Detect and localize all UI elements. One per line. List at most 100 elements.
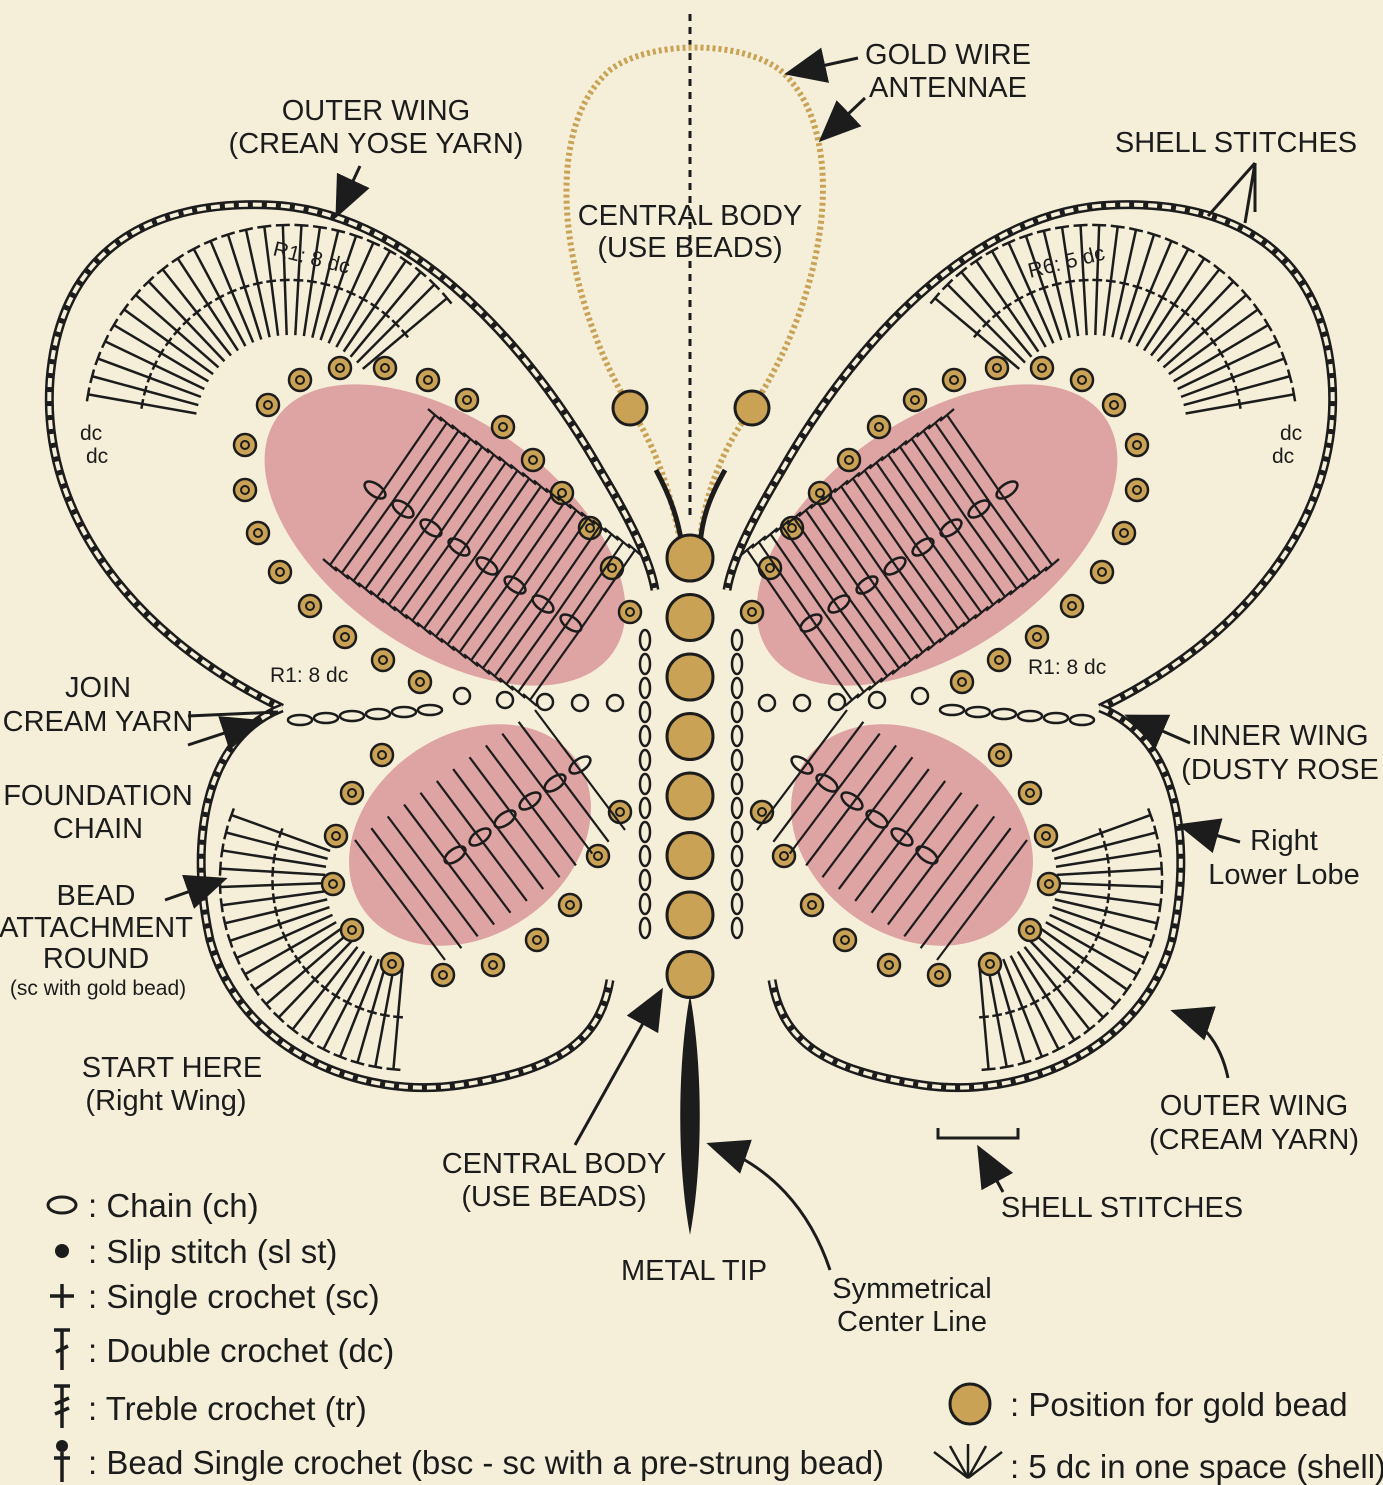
- body-chain-stitch: [640, 918, 650, 938]
- lower-wing-dc-stitch: [1057, 880, 1162, 894]
- chain-icon: [48, 1197, 76, 1213]
- gold-bead-position: [417, 369, 439, 391]
- gold-bead-position: [341, 919, 363, 941]
- gold-bead-position: [989, 744, 1011, 766]
- double-crochet-icon: [54, 1330, 70, 1370]
- foundation-label-1: FOUNDATION: [3, 780, 193, 812]
- gold-bead-position: [456, 389, 478, 411]
- gold-bead-position: [1103, 394, 1125, 416]
- gold-bead-position: [928, 964, 950, 986]
- body-chain-stitch: [732, 894, 742, 914]
- gold-bead-position: [381, 953, 403, 975]
- legend-shell-text: : 5 dc in one space (shell): [1010, 1448, 1383, 1485]
- foundation-chain-stitch: [288, 715, 312, 725]
- body-bead: [667, 714, 713, 760]
- chain-space: [829, 694, 845, 710]
- right-lower-lobe-label-1: Right: [1250, 825, 1318, 857]
- gold-bead-position: [1019, 919, 1041, 941]
- chain-space: [607, 695, 623, 711]
- gold-bead-position: [526, 929, 548, 951]
- shell-icon: [934, 1444, 1002, 1478]
- foundation-chain-stitch: [392, 707, 416, 717]
- gold-bead-position: [299, 595, 321, 617]
- gold-bead-position: [559, 894, 581, 916]
- gold-bead-icon: [950, 1384, 990, 1424]
- r1-left-top-label: R1: 8 dc: [271, 238, 352, 279]
- gold-bead-position: [587, 845, 609, 867]
- lower-wing-dc-stitch: [220, 880, 325, 894]
- join-label-1: JOIN: [65, 672, 131, 704]
- gold-bead-position: [1091, 561, 1113, 583]
- upper-wing-dc-stitch: [1121, 232, 1161, 339]
- body-chain-stitch: [640, 630, 650, 650]
- upper-wing-dc-stitch: [943, 280, 1025, 363]
- gold-bead-position: [741, 601, 763, 623]
- bead-attach-label-2: ATTACHMENT: [0, 912, 193, 944]
- antenna-bead-right: [735, 391, 769, 425]
- gold-bead-position: [979, 953, 1001, 975]
- gold-bead-position: [801, 894, 823, 916]
- foundation-chain-stitch: [314, 713, 338, 723]
- center-line-label-1: Symmetrical: [832, 1273, 992, 1305]
- lower-wing-dc-stitch: [274, 941, 352, 1022]
- gold-bead-position: [341, 782, 363, 804]
- foundation-chain-stitch: [966, 707, 990, 717]
- legend-sc-text: : Single crochet (sc): [88, 1278, 380, 1315]
- start-here-label-1: START HERE: [82, 1052, 263, 1084]
- inner-wing-label-2: (DUSTY ROSE: [1181, 754, 1379, 786]
- lower-wing-dc-stitch: [386, 965, 402, 1070]
- body-chain-stitch: [732, 654, 742, 674]
- outer-wing-bottom-label-2: (CREAM YARN): [1149, 1124, 1359, 1156]
- gold-bead-position: [325, 825, 347, 847]
- gold-bead-position: [1026, 626, 1048, 648]
- dc-left-label-1: dc: [80, 422, 102, 445]
- antenna-bead-left: [613, 391, 647, 425]
- outer-wing-top-label-2: (CREAN YOSE YARN): [229, 128, 524, 160]
- gold-bead-position: [269, 561, 291, 583]
- gold-bead-position: [432, 964, 454, 986]
- body-chain-stitch: [640, 726, 650, 746]
- foundation-chain-stitch: [992, 709, 1016, 719]
- upper-wing-dc-stitch: [1104, 226, 1125, 336]
- body-chain-stitch: [732, 846, 742, 866]
- body-chain-stitch: [640, 870, 650, 890]
- gold-bead-position: [492, 416, 514, 438]
- gold-bead-position: [838, 449, 860, 471]
- foundation-chain-stitch: [1044, 713, 1068, 723]
- bead-attach-label-4: (sc with gold bead): [10, 977, 186, 1000]
- legend-slip-text: : Slip stitch (sl st): [88, 1233, 337, 1270]
- body-bead: [667, 535, 713, 581]
- central-body-bottom-label-1: CENTRAL BODY: [442, 1148, 667, 1180]
- upper-wing-dc-stitch: [1055, 226, 1078, 336]
- gold-bead-position: [372, 649, 394, 671]
- lower-wing-dc-stitch: [1056, 891, 1161, 912]
- body-chain-stitch: [640, 654, 650, 674]
- body-chain-stitch: [640, 702, 650, 722]
- treble-crochet-icon: [54, 1386, 70, 1428]
- gold-bead-position: [334, 626, 356, 648]
- gold-bead-position: [988, 649, 1010, 671]
- gold-bead-position: [522, 449, 544, 471]
- lower-wing-dc-stitch: [228, 907, 330, 947]
- chain-space: [912, 688, 928, 704]
- chain-space: [537, 694, 553, 710]
- gold-bead-position: [371, 744, 393, 766]
- body-chain-stitch: [640, 822, 650, 842]
- outer-wing-top-label-1: OUTER WING: [282, 95, 471, 127]
- shell-stitches-top-label: SHELL STITCHES: [1115, 127, 1357, 159]
- gold-bead-position: [878, 954, 900, 976]
- start-here-label-2: (Right Wing): [85, 1085, 246, 1117]
- body-bead: [667, 892, 713, 938]
- upper-wing-dc-stitch: [956, 268, 1032, 357]
- central-body-bottom-label-2: (USE BEADS): [461, 1181, 646, 1213]
- legend-dc-text: : Double crochet (dc): [88, 1332, 394, 1369]
- body-bead: [667, 595, 713, 641]
- dc-right-label-2: dc: [1272, 445, 1294, 468]
- body-chain-stitch: [640, 678, 650, 698]
- foundation-chain-stitch: [340, 711, 364, 721]
- body-bead: [667, 654, 713, 700]
- body-bead: [667, 952, 713, 998]
- gold-bead-position: [257, 394, 279, 416]
- chain-space: [572, 695, 588, 711]
